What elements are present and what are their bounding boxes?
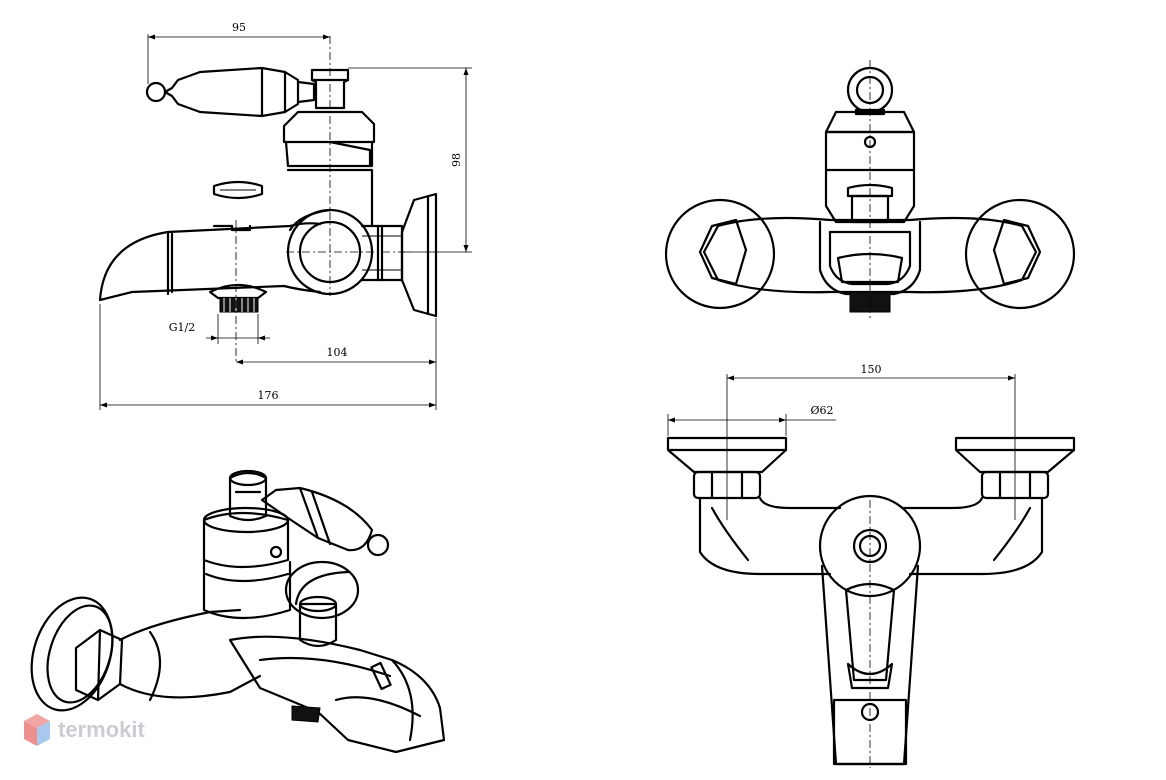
front-view (664, 60, 1076, 318)
dim-height: 98 (450, 153, 463, 167)
top-view: 150 Ø62 (666, 363, 1076, 768)
dim-centers: 150 (861, 363, 882, 376)
perspective-view (30, 469, 446, 754)
dim-spout-to-wall: 104 (327, 346, 348, 359)
cube-logo-icon (24, 714, 50, 746)
dim-rosette-diameter: Ø62 (810, 404, 833, 417)
dim-thread: G1/2 (169, 321, 196, 334)
dim-top-width: 95 (232, 21, 246, 34)
side-view: 95 98 G1/2 104 176 (98, 21, 472, 410)
watermark: termokit (22, 712, 145, 748)
watermark-text: termokit (58, 717, 145, 742)
dim-total-length: 176 (258, 389, 279, 402)
